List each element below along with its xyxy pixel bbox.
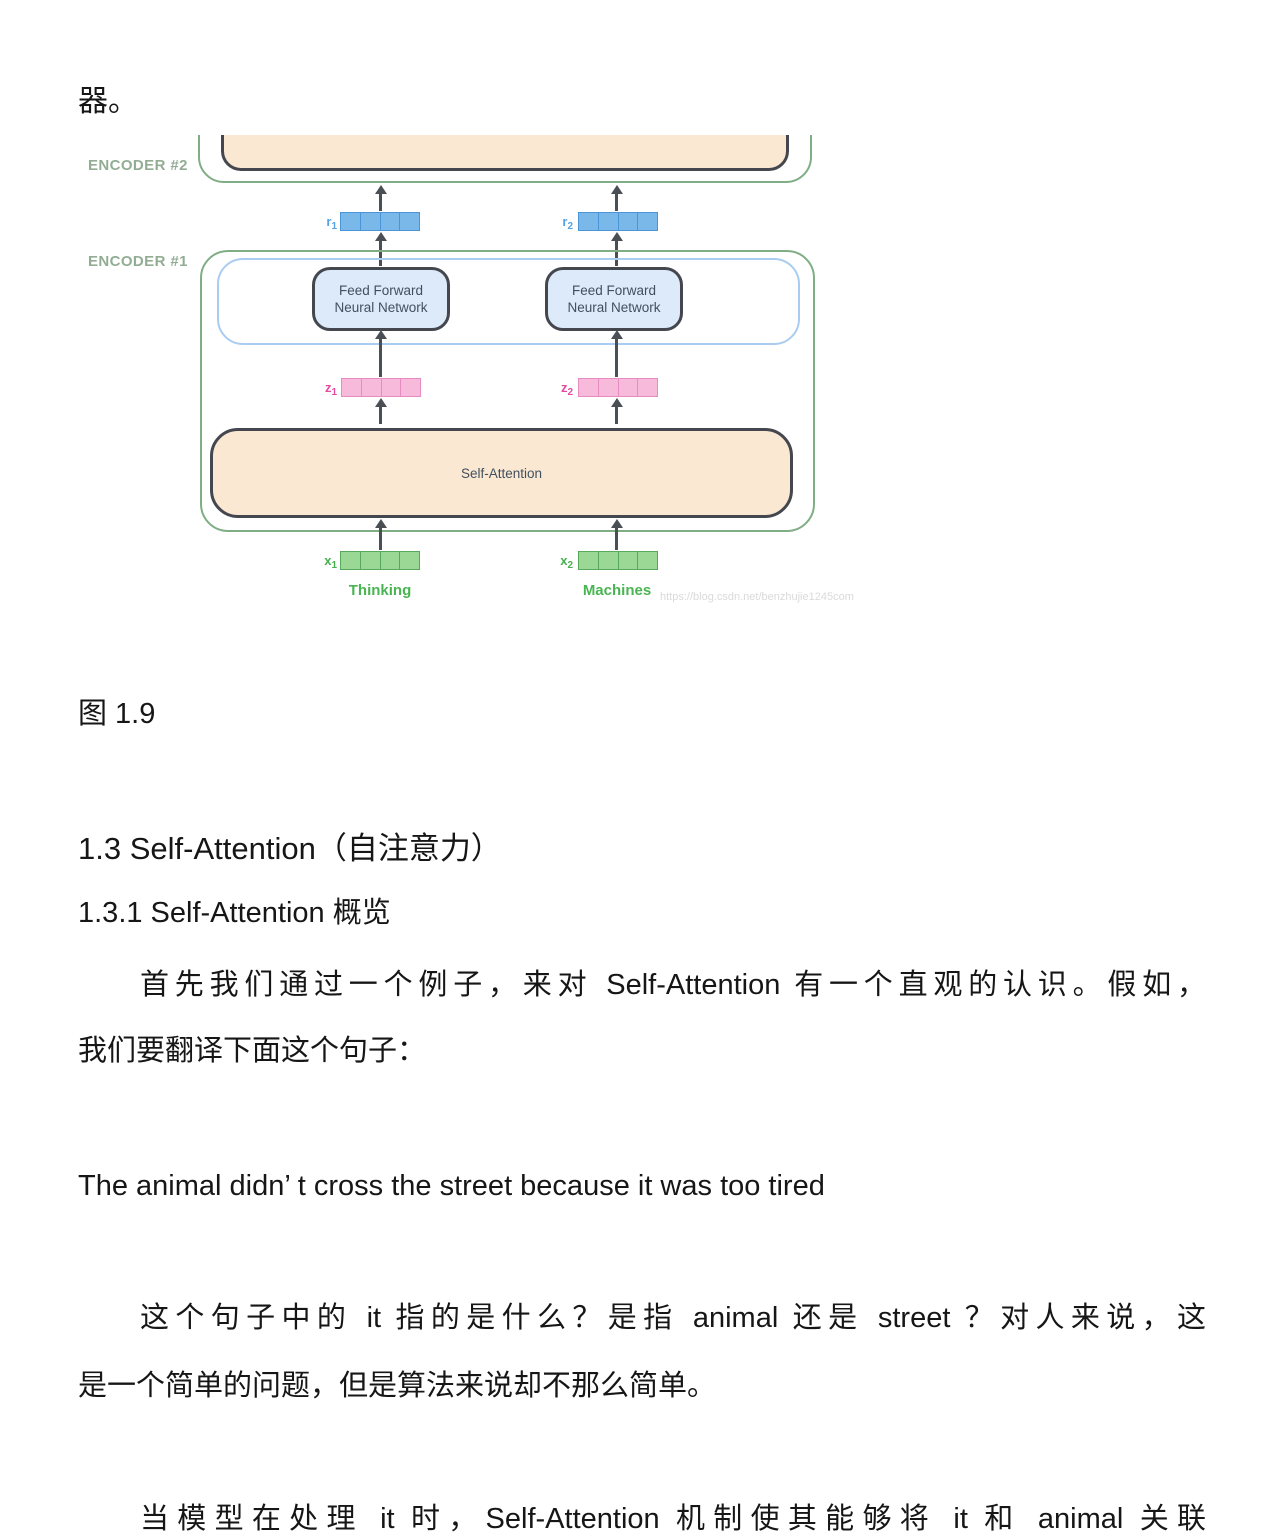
vector-cell [399, 213, 419, 230]
flow-arrow [610, 330, 623, 377]
vector-label-r1: r1 [326, 214, 337, 232]
input-word-machines: Machines [582, 582, 652, 599]
vector-cell [617, 379, 638, 396]
vector-label-z2: z2 [560, 380, 573, 398]
self-attention-box: Self-Attention [210, 428, 793, 518]
input-word-thinking: Thinking [348, 582, 412, 599]
vector-label-x2: x2 [560, 553, 573, 571]
vector-cell [579, 379, 598, 396]
vector-cell [379, 552, 400, 569]
flow-arrow [610, 398, 623, 424]
flow-arrow [610, 519, 623, 550]
vector-cell [637, 552, 657, 569]
vector-cell [359, 213, 380, 230]
vector-cell [597, 552, 618, 569]
vector-cell [579, 552, 598, 569]
vector-x2 [578, 551, 658, 570]
encoder1-label: ENCODER #1 [88, 253, 188, 270]
vector-cell [379, 213, 400, 230]
vector-cell [341, 552, 360, 569]
vector-cell [579, 213, 598, 230]
vector-label-r2: r2 [562, 214, 573, 232]
encoder1-outer-box [200, 250, 815, 532]
transformer-encoder-figure: ENCODER #2 r1 r2 ENCODER #1 Feed Forward… [85, 130, 854, 620]
feed-forward-box-2: Feed Forward Neural Network [545, 267, 683, 331]
vector-cell [400, 379, 420, 396]
flow-arrow [374, 232, 387, 266]
vector-cell [617, 213, 638, 230]
vector-z2 [578, 378, 658, 397]
example-sentence: The animal didn’ t cross the street beca… [78, 1170, 825, 1202]
vector-cell [637, 379, 657, 396]
figure-caption: 图 1.9 [78, 698, 156, 730]
vector-cell [341, 213, 360, 230]
paragraph-1-line-2: 我们要翻译下面这个句子： [78, 1035, 427, 1067]
flow-arrow [610, 232, 623, 266]
vector-label-z1: z1 [324, 380, 337, 398]
flow-arrow [374, 519, 387, 550]
feed-forward-box-1: Feed Forward Neural Network [312, 267, 450, 331]
paragraph-3-line-1: 当模型在处理 it 时，Self-Attention 机制使其能够将 it 和 … [140, 1503, 1206, 1535]
vector-cell [597, 213, 618, 230]
encoder2-inner-box [221, 135, 789, 171]
figure-watermark: https://blog.csdn.net/benzhujie1245com [660, 591, 854, 603]
paragraph-2-line-2: 是一个简单的问题，但是算法来说却不那么简单。 [78, 1370, 717, 1402]
previous-paragraph-tail: 器。 [78, 85, 138, 118]
vector-z1 [341, 378, 421, 397]
vector-cell [380, 379, 401, 396]
vector-r1 [340, 212, 420, 231]
flow-arrow [374, 330, 387, 377]
section-heading-1-3: 1.3 Self-Attention（自注意力） [78, 831, 502, 866]
vector-cell [617, 552, 638, 569]
section-heading-1-3-1: 1.3.1 Self-Attention 概览 [78, 897, 391, 929]
encoder2-box-cropped [195, 135, 820, 185]
flow-arrow [610, 185, 623, 211]
vector-cell [359, 552, 380, 569]
vector-x1 [340, 551, 420, 570]
flow-arrow [374, 398, 387, 424]
vector-cell [597, 379, 618, 396]
vector-r2 [578, 212, 658, 231]
paragraph-2-line-1: 这个句子中的 it 指的是什么？是指 animal 还是 street ？对人来… [140, 1302, 1206, 1334]
paragraph-1-line-1: 首先我们通过一个例子，来对 Self-Attention 有一个直观的认识。假如… [140, 969, 1206, 1001]
vector-cell [637, 213, 657, 230]
flow-arrow [374, 185, 387, 211]
vector-cell [360, 379, 381, 396]
vector-cell [342, 379, 361, 396]
vector-label-x1: x1 [324, 553, 337, 571]
feedforward-layer-box [217, 258, 800, 345]
vector-cell [399, 552, 419, 569]
encoder2-label: ENCODER #2 [88, 157, 188, 174]
